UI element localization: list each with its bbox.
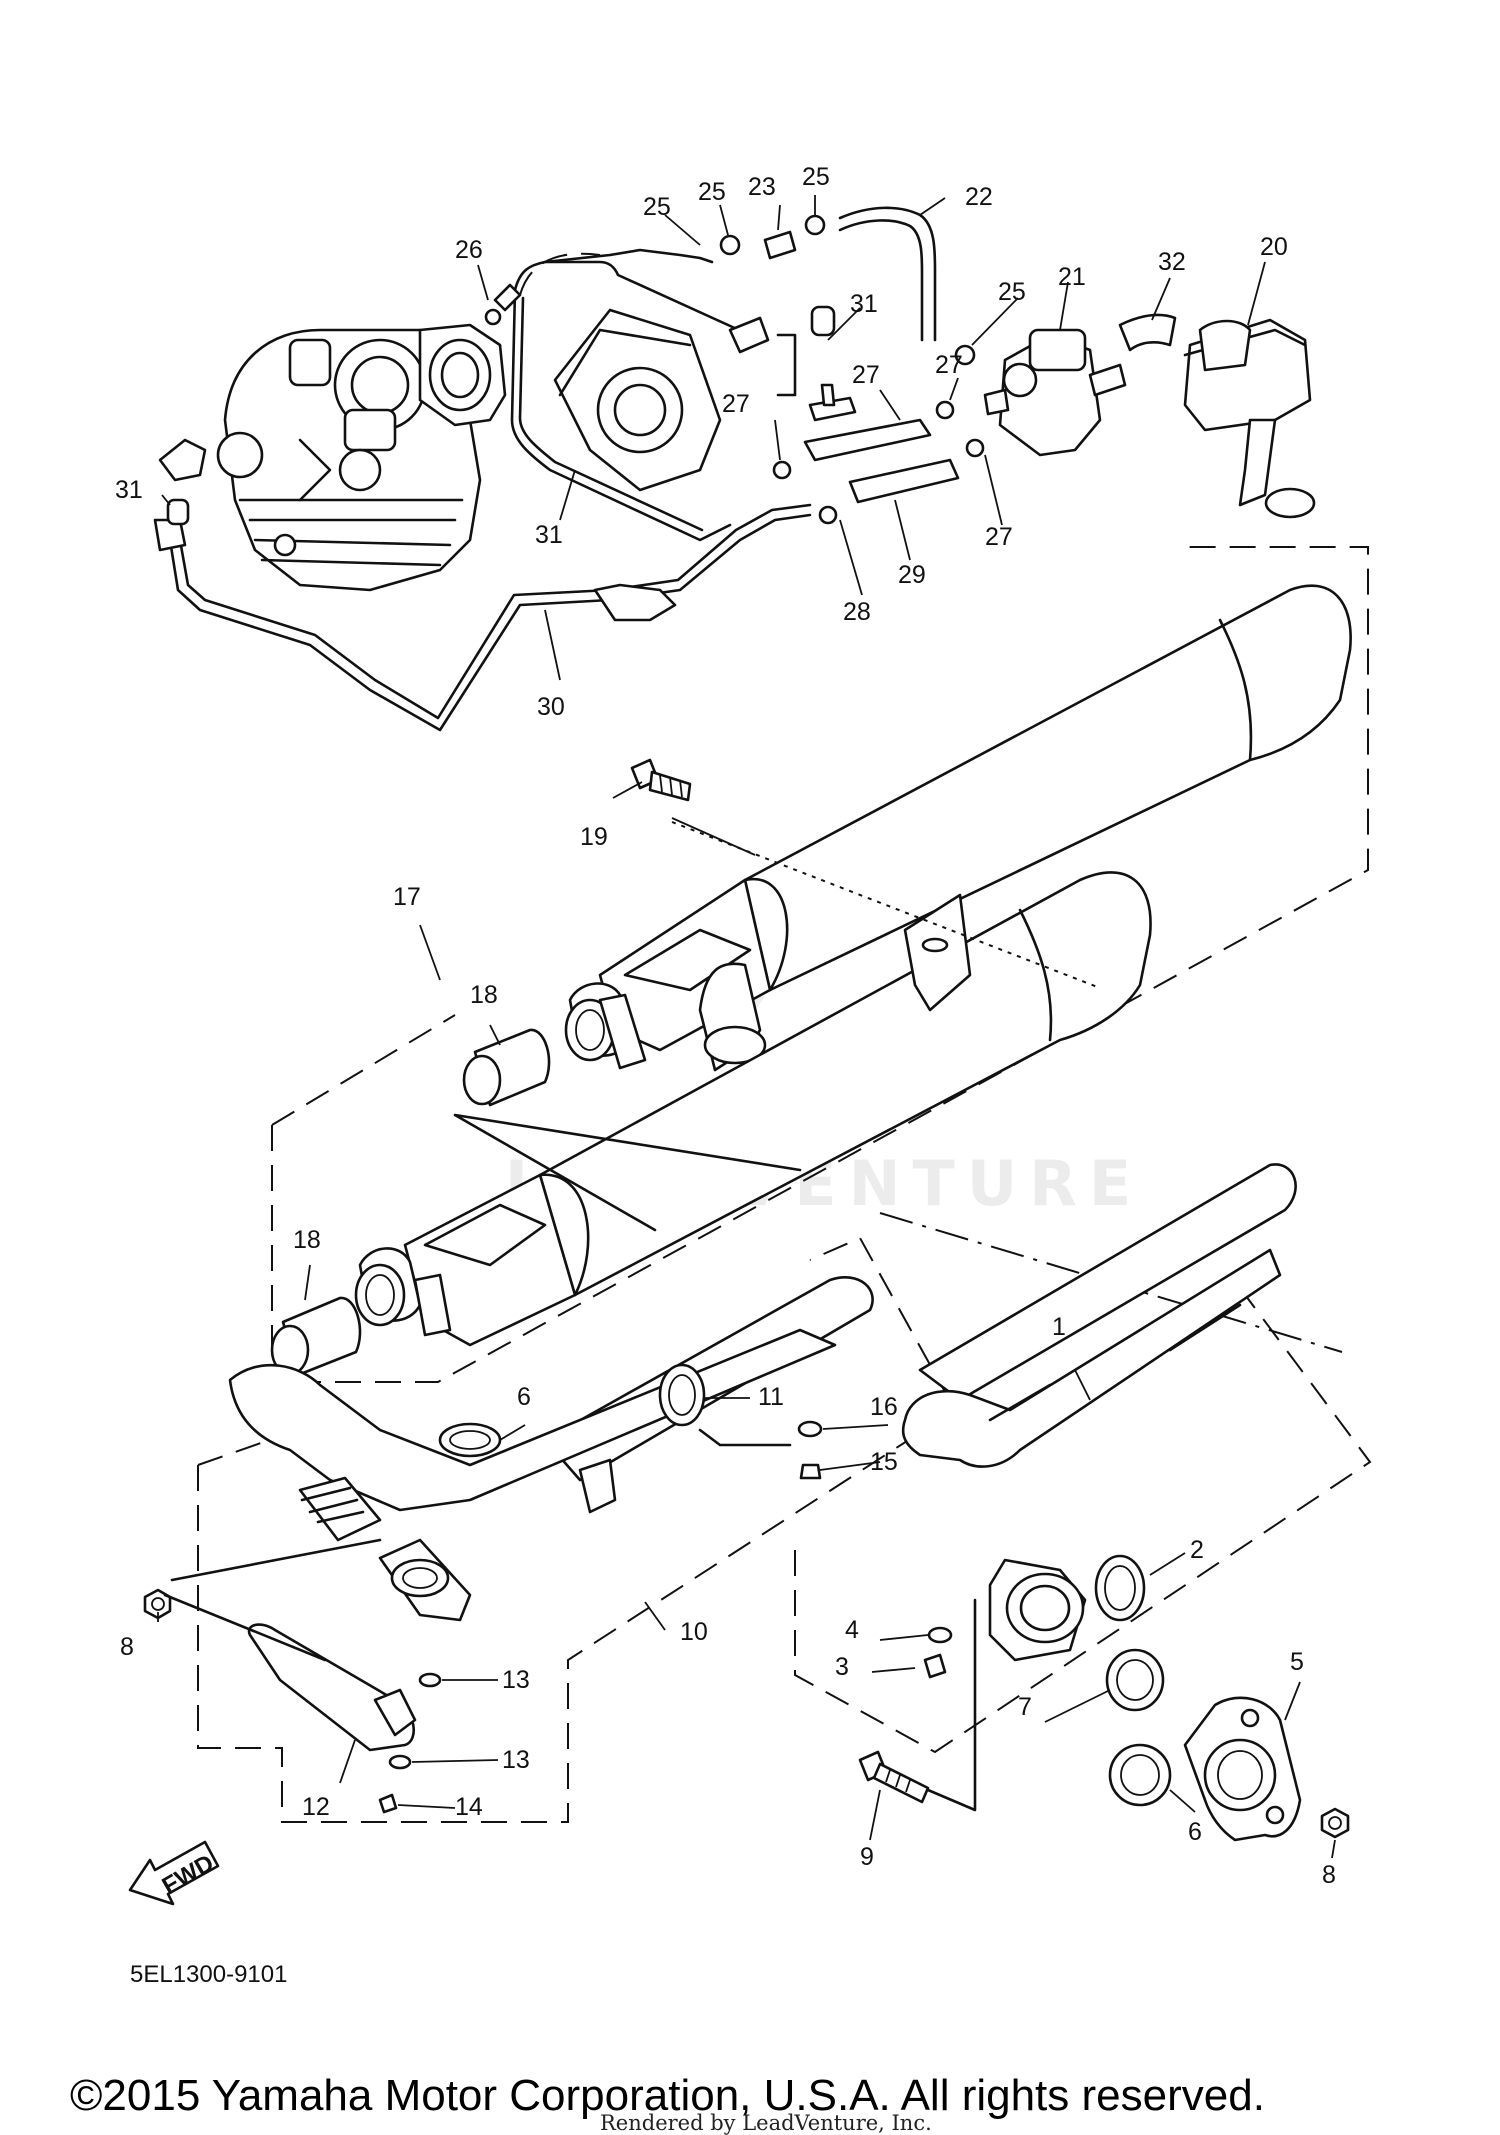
washer-13-upper [418, 1672, 442, 1688]
callout-9: 9 [860, 1843, 874, 1871]
hose-22 [838, 206, 937, 342]
hose-29 [168, 513, 812, 732]
cap-31-left [166, 498, 190, 526]
callout-8b: 8 [1322, 1861, 1336, 1889]
rendered-by-notice: Rendered by LeadVenture, Inc. [600, 2111, 932, 2135]
callout-3: 3 [835, 1653, 849, 1681]
callout-4: 4 [845, 1616, 859, 1644]
nut-8-right [1320, 1807, 1350, 1839]
intake-manifold [418, 323, 507, 427]
callout-18b: 18 [293, 1226, 321, 1254]
bolt-3 [923, 1653, 947, 1679]
callout-10: 10 [680, 1618, 708, 1646]
callout-27a: 27 [935, 351, 963, 379]
callout-29: 30 [537, 693, 565, 721]
callout-6b: 6 [1188, 1818, 1202, 1846]
lower-muffler [354, 871, 1152, 1347]
callout-31a: 31 [115, 476, 143, 504]
callout-30: 31 [535, 521, 563, 549]
cap-31-right [810, 305, 836, 337]
pipe-10-outline [197, 1236, 957, 1823]
washer-13-lower [388, 1754, 412, 1770]
nut-8-left [143, 1588, 172, 1620]
callout-15: 15 [870, 1448, 898, 1476]
callout-13a: 13 [502, 1666, 530, 1694]
hardware [143, 1420, 1350, 1839]
callout-27b: 27 [722, 390, 750, 418]
muffler-assembly-outline [271, 546, 1369, 1383]
callout-14: 14 [455, 1793, 483, 1821]
callout-27d: 28 [843, 598, 871, 626]
callout-5: 5 [1290, 1648, 1304, 1676]
exhaust-pipe-10 [228, 1276, 874, 1752]
callout-6a: 6 [517, 1383, 531, 1411]
washer-4 [927, 1626, 953, 1644]
callout-26: 27 [852, 361, 880, 389]
callout-1: 1 [1052, 1313, 1066, 1341]
bolt-9 [858, 1750, 930, 1804]
bolt-15 [799, 1463, 822, 1480]
callout-25a: 25 [698, 178, 726, 206]
pipe-1-outline [794, 1286, 1372, 1754]
callout-23: 23 [748, 173, 776, 201]
gasket-6-front [1108, 1743, 1172, 1807]
callout-21: 21 [1058, 263, 1086, 291]
diagram-code: 5EL1300-9101 [130, 1961, 287, 1988]
exhaust-joint-5 [1183, 1696, 1302, 1842]
gasket-18-lower [270, 1296, 362, 1377]
callout-27c: 27 [985, 523, 1013, 551]
gasket-6-rear [438, 1422, 502, 1458]
hose-clamps [484, 214, 985, 525]
air-filter-case-20 [1183, 318, 1316, 519]
hose-28 [848, 458, 960, 504]
engine-cylinder-head [216, 328, 482, 592]
callout-20: 20 [1260, 233, 1288, 261]
callout-11: 11 [758, 1383, 784, 1411]
callout-8a: 8 [120, 1633, 134, 1661]
throttle-body-area [553, 308, 722, 492]
gasket-7 [1105, 1648, 1165, 1712]
callout-17: 17 [393, 883, 421, 911]
bolt-14 [378, 1793, 398, 1814]
fwd-arrow-icon: FWD [128, 1840, 220, 1906]
gasket-11 [658, 1363, 706, 1427]
callout-28: 29 [898, 561, 926, 589]
callout-18a: 18 [470, 981, 498, 1009]
callout-7: 7 [1018, 1693, 1032, 1721]
callout-24: 25 [643, 193, 671, 221]
gasket-18-upper [462, 1028, 551, 1107]
callout-19: 19 [580, 823, 608, 851]
hose-32 [1118, 313, 1177, 352]
callout-16: 16 [870, 1393, 898, 1421]
exhaust-pipe-1 [901, 1163, 1297, 1662]
callout-25b: 25 [802, 163, 830, 191]
callout-25c: 25 [998, 278, 1026, 306]
bolt-19 [630, 758, 692, 802]
callout-22: 22 [965, 183, 993, 211]
gasket-2 [1094, 1554, 1146, 1622]
callout-2: 2 [1190, 1536, 1204, 1564]
hose-26 [803, 418, 932, 462]
callouts: 25 25 23 25 22 20 32 21 25 26 31 27 27 2… [115, 163, 1336, 1889]
callout-13b: 13 [502, 1746, 530, 1774]
callout-32: 32 [1158, 248, 1186, 276]
callout-12: 12 [302, 1793, 330, 1821]
washer-16 [797, 1420, 823, 1438]
callout-25d: 26 [455, 236, 483, 264]
air-cut-valve-21 [983, 328, 1127, 457]
callout-31b: 31 [850, 290, 878, 318]
copyright-notice: ©2015 Yamaha Motor Corporation, U.S.A. A… [70, 2071, 1265, 2120]
joint-23 [763, 230, 797, 260]
hose-30 [510, 260, 752, 542]
